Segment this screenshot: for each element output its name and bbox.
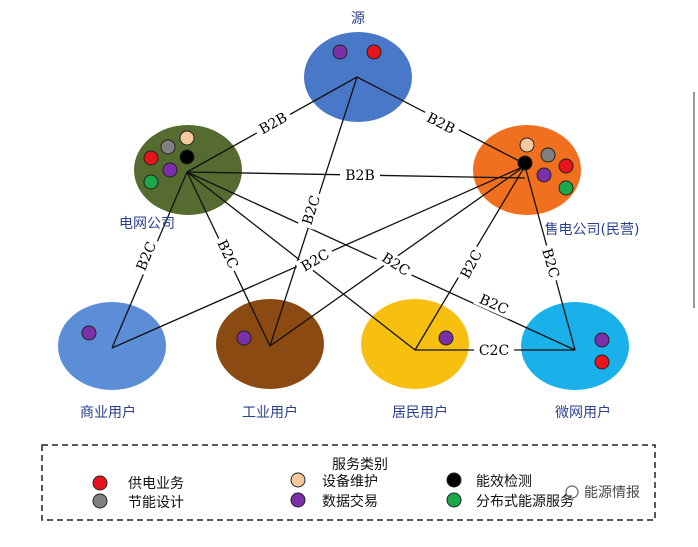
dot-sales-distributed: [558, 180, 574, 196]
watermark: 能源情报: [565, 485, 640, 501]
dot-grid-energy-saving: [160, 139, 176, 155]
label-source: 源: [351, 11, 365, 27]
legend-label-distributed: 分布式能源服务: [476, 494, 574, 510]
legend-swatch-supply: [92, 475, 108, 491]
dot-grid-efficiency: [179, 149, 195, 165]
legend-swatch-equipment: [290, 472, 306, 488]
dot-sales-data: [536, 167, 552, 183]
dot-micro-supply: [594, 354, 610, 370]
legend-label-energy-saving: 节能设计: [128, 495, 184, 511]
dot-residential-data: [438, 330, 454, 346]
legend-swatch-distributed: [446, 492, 462, 508]
dot-commercial-data: [81, 325, 97, 341]
edge-label-grid-commercial: B2C: [134, 239, 160, 273]
edge-label-grid-sales: B2B: [345, 168, 374, 184]
dot-micro-data: [594, 332, 610, 348]
legend-label-equipment: 设备维护: [322, 473, 378, 490]
legend-swatch-efficiency: [446, 472, 462, 488]
legend-label-data: 数据交易: [322, 493, 378, 510]
dot-source-data: [332, 44, 348, 60]
label-residential: 居民用户: [392, 404, 448, 421]
label-commercial: 商业用户: [80, 404, 136, 421]
legend-label-efficiency: 能效检测: [476, 474, 532, 490]
label-micro: 微网用户: [555, 404, 611, 421]
dot-sales-efficiency: [517, 155, 533, 171]
legend-title: 服务类别: [332, 457, 388, 473]
edge-label-sales-micro: B2C: [538, 247, 562, 280]
dot-sales-energy-saving: [540, 147, 556, 163]
node-micro: [521, 302, 629, 390]
legend: 服务类别 供电业务 设备维护 能效检测 节能设计 数据交易 分布式能源服务: [41, 444, 656, 521]
edge-label-source-industrial: B2C: [300, 194, 324, 227]
dot-grid-distributed: [143, 174, 159, 190]
label-grid-company: 电网公司: [119, 216, 175, 232]
dot-source-supply: [366, 44, 382, 60]
edge-label-grid-micro: B2C: [477, 292, 511, 319]
legend-swatch-energy-saving: [92, 493, 108, 509]
watermark-logo-icon: [565, 485, 579, 499]
dot-industrial-data: [236, 330, 252, 346]
dot-grid-equipment: [179, 130, 195, 146]
watermark-text: 能源情报: [584, 485, 640, 501]
node-residential: [361, 299, 469, 389]
label-industrial: 工业用户: [242, 404, 298, 421]
legend-label-supply: 供电业务: [128, 476, 184, 492]
label-sales-company: 售电公司(民营): [545, 222, 640, 238]
legend-box: [41, 444, 656, 521]
dot-sales-equipment: [519, 137, 535, 153]
legend-swatch-data: [290, 492, 306, 508]
node-commercial: [58, 302, 166, 390]
dot-sales-supply: [558, 158, 574, 174]
service-dots: [81, 44, 610, 370]
edge-label-residential-micro: C2C: [479, 343, 509, 359]
dot-grid-data: [162, 162, 178, 178]
dot-grid-supply: [143, 150, 159, 166]
edge-label-grid-industrial: B2C: [213, 237, 240, 271]
